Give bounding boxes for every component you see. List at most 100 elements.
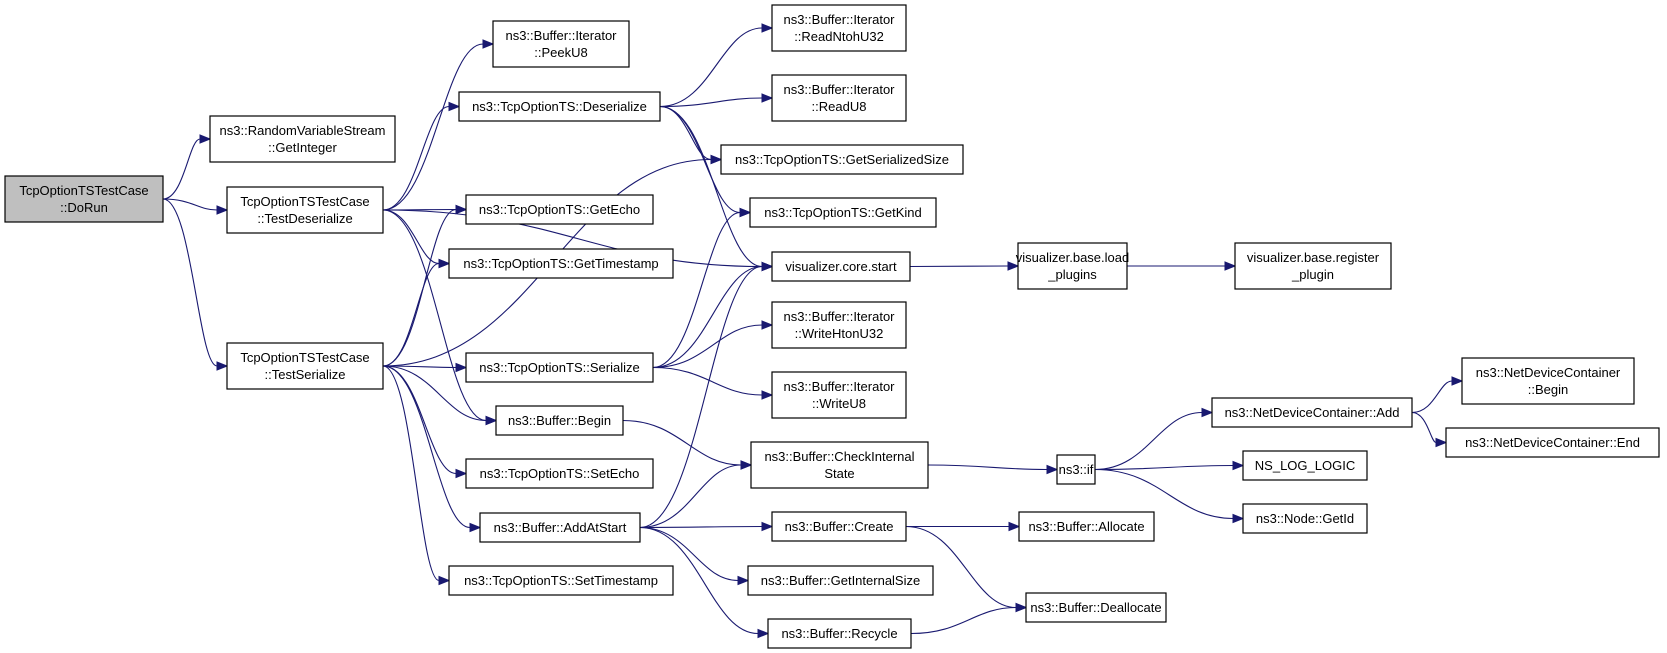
node-recycle[interactable]: ns3::Buffer::Recycle bbox=[767, 618, 912, 649]
node-loadplugins[interactable]: visualizer.base.load_plugins bbox=[1016, 242, 1129, 290]
node-box[interactable] bbox=[465, 194, 654, 225]
node-begin[interactable]: ns3::Buffer::Begin bbox=[495, 405, 624, 436]
node-nsif[interactable]: ns3::if bbox=[1056, 454, 1096, 485]
arrowhead-icon bbox=[737, 575, 750, 586]
node-getsersize[interactable]: ns3::TcpOptionTS::GetSerializedSize bbox=[720, 144, 964, 175]
node-box[interactable] bbox=[209, 115, 396, 163]
node-box[interactable] bbox=[1445, 427, 1660, 458]
node-testser[interactable]: TcpOptionTSTestCase::TestSerialize bbox=[226, 342, 384, 390]
node-label: visualizer.core.start bbox=[785, 259, 897, 274]
arrowhead-icon bbox=[757, 628, 770, 639]
arrowhead-icon bbox=[1007, 261, 1020, 271]
node-label: visualizer.base.load bbox=[1016, 250, 1129, 265]
node-box[interactable] bbox=[448, 565, 674, 596]
edge-addatstart-to-recycle bbox=[639, 526, 770, 639]
node-peeku8[interactable]: ns3::Buffer::Iterator::PeekU8 bbox=[492, 20, 630, 68]
edge-nsif-to-loglogic bbox=[1094, 460, 1245, 471]
node-getecho[interactable]: ns3::TcpOptionTS::GetEcho bbox=[465, 194, 654, 225]
node-label: _plugin bbox=[1291, 267, 1334, 282]
node-label: ns3::TcpOptionTS::GetKind bbox=[764, 205, 922, 220]
node-label: ::PeekU8 bbox=[534, 45, 587, 60]
node-ndcbegin[interactable]: ns3::NetDeviceContainer::Begin bbox=[1461, 357, 1635, 405]
node-setts[interactable]: ns3::TcpOptionTS::SetTimestamp bbox=[448, 565, 674, 596]
node-regplugin[interactable]: visualizer.base.register_plugin bbox=[1234, 242, 1392, 290]
node-box[interactable] bbox=[465, 458, 654, 489]
edge-testser-to-setecho bbox=[382, 365, 468, 479]
node-box[interactable] bbox=[495, 405, 624, 436]
edge-line bbox=[162, 198, 218, 367]
node-box[interactable] bbox=[226, 342, 384, 390]
node-readu8[interactable]: ns3::Buffer::Iterator::ReadU8 bbox=[771, 74, 907, 122]
node-label: ns3::Buffer::Begin bbox=[508, 413, 611, 428]
node-allocate[interactable]: ns3::Buffer::Allocate bbox=[1018, 511, 1155, 542]
node-box[interactable] bbox=[771, 511, 907, 542]
node-box[interactable] bbox=[771, 301, 907, 349]
node-box[interactable] bbox=[1017, 242, 1128, 290]
nodes-layer: TcpOptionTSTestCase::DoRun ns3::RandomVar… bbox=[4, 4, 1660, 649]
node-box[interactable] bbox=[749, 197, 937, 228]
node-box[interactable] bbox=[747, 565, 934, 596]
node-box[interactable] bbox=[1242, 503, 1368, 534]
node-box[interactable] bbox=[767, 618, 912, 649]
node-label: ns3::TcpOptionTS::GetTimestamp bbox=[463, 256, 658, 271]
node-box[interactable] bbox=[479, 512, 641, 543]
node-ndcend[interactable]: ns3::NetDeviceContainer::End bbox=[1445, 427, 1660, 458]
node-box[interactable] bbox=[1056, 454, 1096, 485]
node-box[interactable] bbox=[771, 251, 911, 282]
node-setecho[interactable]: ns3::TcpOptionTS::SetEcho bbox=[465, 458, 654, 489]
node-box[interactable] bbox=[1211, 397, 1413, 428]
node-loglogic[interactable]: NS_LOG_LOGIC bbox=[1242, 450, 1368, 481]
edge-line bbox=[1411, 411, 1437, 444]
node-box[interactable] bbox=[4, 175, 164, 223]
node-vstart[interactable]: visualizer.core.start bbox=[771, 251, 911, 282]
node-readntohu32[interactable]: ns3::Buffer::Iterator::ReadNtohU32 bbox=[771, 4, 907, 52]
node-box[interactable] bbox=[750, 441, 929, 489]
edge-testser-to-ser bbox=[382, 362, 468, 373]
node-label: ns3::TcpOptionTS::SetEcho bbox=[480, 466, 640, 481]
node-label: ::WriteHtonU32 bbox=[795, 326, 884, 341]
node-box[interactable] bbox=[1461, 357, 1635, 405]
node-box[interactable] bbox=[1234, 242, 1392, 290]
node-deallocate[interactable]: ns3::Buffer::Deallocate bbox=[1025, 592, 1167, 623]
arrowhead-icon bbox=[1008, 521, 1021, 532]
node-addatstart[interactable]: ns3::Buffer::AddAtStart bbox=[479, 512, 641, 543]
arrowhead-icon bbox=[761, 93, 774, 103]
edge-line bbox=[652, 211, 741, 369]
node-box[interactable] bbox=[448, 248, 674, 279]
node-box[interactable] bbox=[226, 186, 384, 234]
node-label: ns3::TcpOptionTS::Deserialize bbox=[472, 99, 647, 114]
node-box[interactable] bbox=[1242, 450, 1368, 481]
node-getkind[interactable]: ns3::TcpOptionTS::GetKind bbox=[749, 197, 937, 228]
node-getintsize[interactable]: ns3::Buffer::GetInternalSize bbox=[747, 565, 934, 596]
node-ser[interactable]: ns3::TcpOptionTS::Serialize bbox=[465, 352, 654, 383]
node-getinteger[interactable]: ns3::RandomVariableStream::GetInteger bbox=[209, 115, 396, 163]
edge-testdeser-to-deser bbox=[382, 101, 461, 211]
node-box[interactable] bbox=[492, 20, 630, 68]
node-box[interactable] bbox=[720, 144, 964, 175]
node-writeu8[interactable]: ns3::Buffer::Iterator::WriteU8 bbox=[771, 371, 907, 419]
node-deser[interactable]: ns3::TcpOptionTS::Deserialize bbox=[458, 91, 661, 122]
edge-line bbox=[382, 262, 440, 367]
node-box[interactable] bbox=[771, 371, 907, 419]
node-box[interactable] bbox=[1025, 592, 1167, 623]
node-label: ns3::TcpOptionTS::GetSerializedSize bbox=[735, 152, 949, 167]
edge-testser-to-setts bbox=[382, 365, 451, 586]
node-create[interactable]: ns3::Buffer::Create bbox=[771, 511, 907, 542]
node-label: ns3::Buffer::Recycle bbox=[781, 626, 897, 641]
node-box[interactable] bbox=[771, 74, 907, 122]
node-box[interactable] bbox=[771, 4, 907, 52]
edge-line bbox=[905, 525, 1017, 609]
node-box[interactable] bbox=[465, 352, 654, 383]
node-getid[interactable]: ns3::Node::GetId bbox=[1242, 503, 1368, 534]
arrowhead-icon bbox=[455, 204, 468, 215]
node-box[interactable] bbox=[458, 91, 661, 122]
node-writehtonu32[interactable]: ns3::Buffer::Iterator::WriteHtonU32 bbox=[771, 301, 907, 349]
edge-line bbox=[622, 419, 742, 466]
node-getts[interactable]: ns3::TcpOptionTS::GetTimestamp bbox=[448, 248, 674, 279]
node-dorun[interactable]: TcpOptionTSTestCase::DoRun bbox=[4, 175, 164, 223]
node-box[interactable] bbox=[1018, 511, 1155, 542]
node-testdeser[interactable]: TcpOptionTSTestCase::TestDeserialize bbox=[226, 186, 384, 234]
edge-nsif-to-getid bbox=[1094, 468, 1245, 524]
node-ndcadd[interactable]: ns3::NetDeviceContainer::Add bbox=[1211, 397, 1413, 428]
